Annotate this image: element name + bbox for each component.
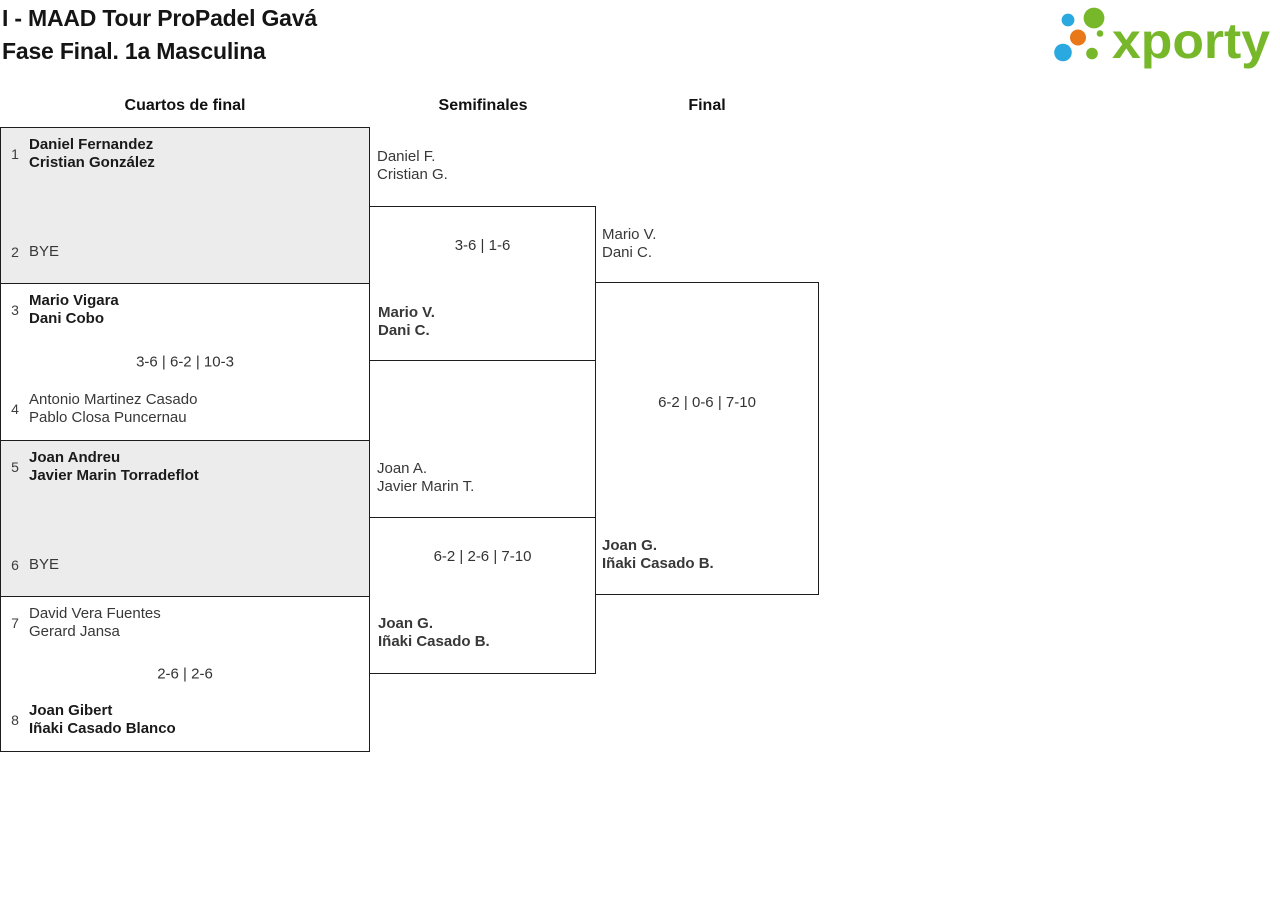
player-name: Mario V. <box>378 304 435 321</box>
team-label-sf1-top: Daniel F. Cristian G. <box>377 148 448 184</box>
player-name: Daniel F. <box>377 148 436 165</box>
logo-dot-orange <box>1070 29 1086 46</box>
team-row: 2 BYE <box>1 234 369 270</box>
seed-number: 4 <box>11 401 19 417</box>
logo-dot-blue-large <box>1054 43 1072 62</box>
xporty-logo[interactable]: xporty <box>1042 1 1272 71</box>
player-name: Dani Cobo <box>29 310 104 327</box>
player-name: Joan A. <box>377 460 428 477</box>
match-qf4[interactable]: 7 David Vera Fuentes Gerard Jansa 2-6 | … <box>0 596 370 752</box>
match-score: 3-6 | 6-2 | 10-3 <box>136 353 234 371</box>
player-name: Dani C. <box>602 244 653 261</box>
team-label-final-top: Mario V. Dani C. <box>602 226 656 262</box>
player-name: Mario V. <box>602 226 657 243</box>
match-score: 3-6 | 1-6 <box>454 237 511 254</box>
match-final[interactable]: 6-2 | 0-6 | 7-10 <box>595 282 819 595</box>
xporty-logo-icon: xporty <box>1054 7 1270 69</box>
match-score: 2-6 | 2-6 <box>157 665 213 683</box>
team-row: 5 Joan Andreu Javier Marin Torradeflot <box>1 449 369 485</box>
round-header-semifinales: Semifinales <box>438 97 528 114</box>
player-name: Gerard Jansa <box>29 623 120 640</box>
player-name: Iñaki Casado Blanco <box>29 720 176 737</box>
team-row: 1 Daniel Fernandez Cristian González <box>1 136 369 172</box>
match-qf1[interactable]: 1 Daniel Fernandez Cristian González 2 B… <box>0 127 370 284</box>
player-name: BYE <box>29 556 60 573</box>
player-name: Joan G. <box>378 615 434 632</box>
player-name: Cristian González <box>29 154 155 171</box>
match-score: 6-2 | 2-6 | 7-10 <box>433 548 532 565</box>
player-name: Joan Andreu <box>29 449 121 466</box>
tournament-title: I - MAAD Tour ProPadel Gavá <box>2 5 317 31</box>
round-header-final: Final <box>688 97 726 114</box>
player-name: Pablo Closa Puncernau <box>29 409 187 426</box>
seed-number: 7 <box>11 615 19 631</box>
logo-dot-green-large <box>1083 7 1105 29</box>
team-label-sf2-top: Joan A. Javier Marin T. <box>377 460 474 496</box>
match-qf3[interactable]: 5 Joan Andreu Javier Marin Torradeflot 6… <box>0 440 370 597</box>
player-name: BYE <box>29 243 60 260</box>
logo-dot-green-tiny <box>1096 30 1104 37</box>
seed-number: 3 <box>11 302 19 318</box>
match-sf2[interactable]: 6-2 | 2-6 | 7-10 Joan G. Iñaki Casado B. <box>369 517 596 674</box>
team-row: 4 Antonio Martinez Casado Pablo Closa Pu… <box>1 391 369 427</box>
category-subtitle: Fase Final. 1a Masculina <box>2 38 266 64</box>
player-name: Javier Marin Torradeflot <box>29 467 199 484</box>
team-label-sf1-bottom: Mario V. Dani C. <box>378 304 435 340</box>
round-header-cuartos: Cuartos de final <box>124 97 246 114</box>
player-name: Iñaki Casado B. <box>378 633 490 650</box>
logo-dot-green-small <box>1086 47 1098 60</box>
player-name: Javier Marin T. <box>377 478 475 495</box>
match-qf2[interactable]: 3 Mario Vigara Dani Cobo 3-6 | 6-2 | 10-… <box>0 283 370 441</box>
team-row: 8 Joan Gibert Iñaki Casado Blanco <box>1 702 369 738</box>
player-name: David Vera Fuentes <box>29 605 161 622</box>
seed-number: 6 <box>11 557 19 573</box>
seed-number: 2 <box>11 244 19 260</box>
seed-number: 5 <box>11 459 19 475</box>
player-name: Cristian G. <box>377 166 448 183</box>
player-name: Mario Vigara <box>29 292 119 309</box>
seed-number: 8 <box>11 712 19 728</box>
player-name: Joan G. <box>602 537 658 554</box>
match-score: 6-2 | 0-6 | 7-10 <box>658 394 756 411</box>
match-sf1[interactable]: 3-6 | 1-6 Mario V. Dani C. <box>369 206 596 361</box>
seed-number: 1 <box>11 146 19 162</box>
team-label-final-bottom: Joan G. Iñaki Casado B. <box>602 537 714 573</box>
player-name: Dani C. <box>378 322 430 339</box>
team-row: 3 Mario Vigara Dani Cobo <box>1 292 369 328</box>
page-header: I - MAAD Tour ProPadel Gavá Fase Final. … <box>2 2 317 68</box>
logo-wordmark: xporty <box>1112 13 1270 69</box>
player-name: Joan Gibert <box>29 702 113 719</box>
logo-dot-blue-small <box>1061 13 1075 27</box>
team-label-sf2-bottom: Joan G. Iñaki Casado B. <box>378 615 490 651</box>
team-row: 6 BYE <box>1 547 369 583</box>
player-name: Antonio Martinez Casado <box>29 391 198 408</box>
player-name: Iñaki Casado B. <box>602 555 714 572</box>
team-row: 7 David Vera Fuentes Gerard Jansa <box>1 605 369 641</box>
player-name: Daniel Fernandez <box>29 136 154 153</box>
